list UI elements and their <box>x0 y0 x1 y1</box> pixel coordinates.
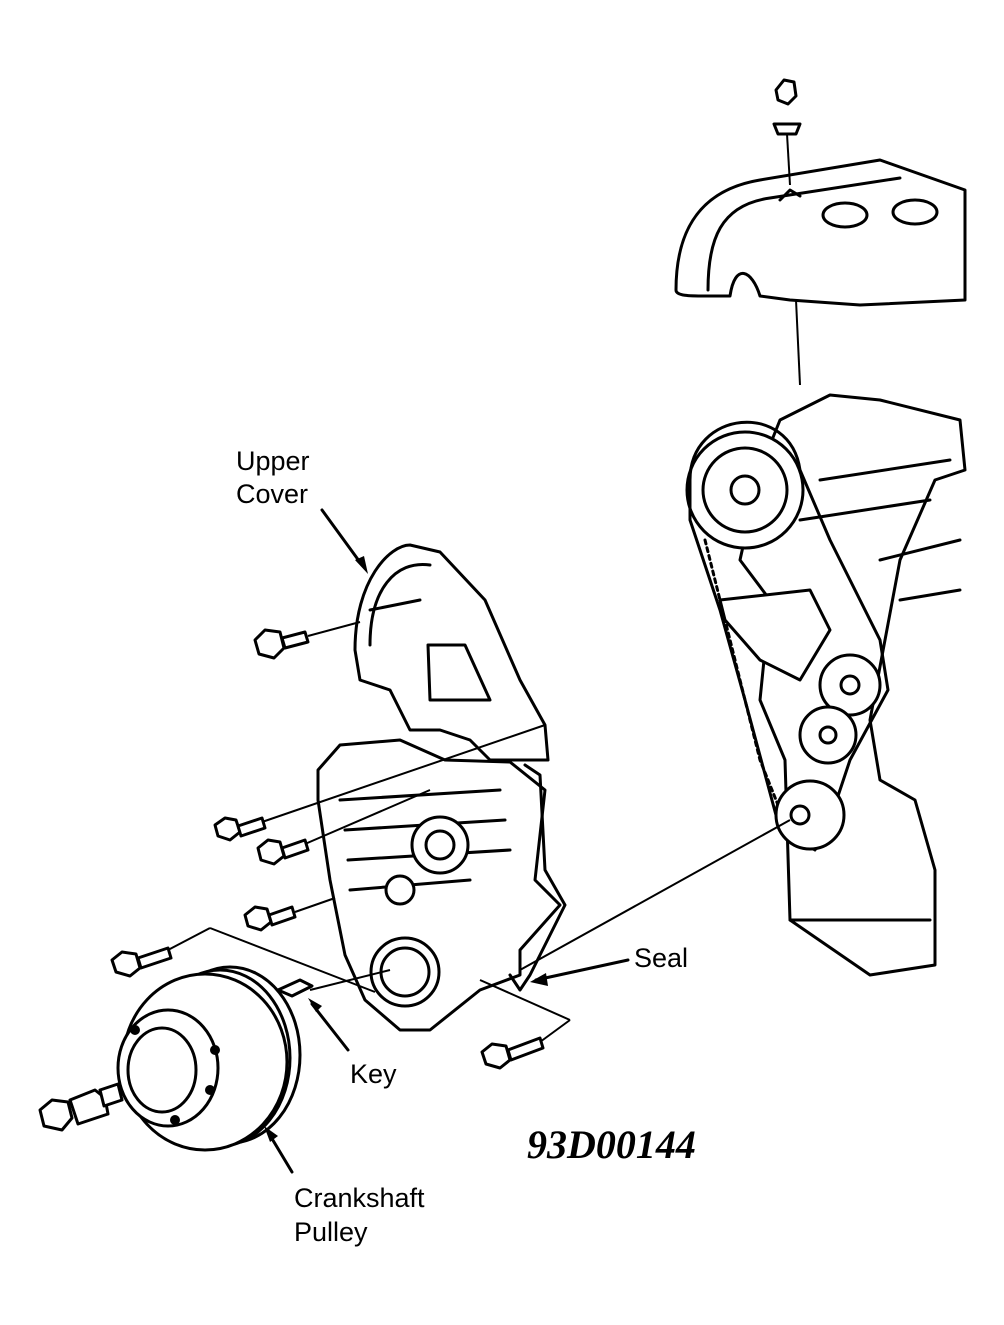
label-crankshaft-pulley-line1: Crankshaft <box>294 1183 425 1213</box>
engine-block <box>674 78 967 977</box>
label-upper-cover-line2: Cover <box>236 479 308 509</box>
bolt-lower-cover-2 <box>256 838 310 866</box>
bolt-lower-cover-4 <box>110 946 173 978</box>
leader-lines <box>167 508 791 1174</box>
upper-timing-cover <box>353 543 550 762</box>
bolt-crankshaft <box>38 1082 124 1132</box>
crankshaft-pulley <box>116 965 302 1152</box>
label-upper-cover-line1: Upper <box>236 446 310 476</box>
label-seal: Seal <box>634 943 688 973</box>
lower-timing-cover <box>316 738 567 1032</box>
label-key: Key <box>350 1059 397 1089</box>
bolt-lower-cover-5 <box>480 1036 545 1070</box>
bolt-lower-cover-3 <box>243 905 297 932</box>
bolt-lower-cover-1 <box>213 816 267 842</box>
label-crankshaft-pulley-line2: Pulley <box>294 1217 368 1247</box>
bolts <box>38 628 545 1132</box>
bolt-upper-cover <box>253 628 310 660</box>
woodruff-key <box>276 978 314 998</box>
figure-code: 93D00144 <box>527 1122 696 1167</box>
